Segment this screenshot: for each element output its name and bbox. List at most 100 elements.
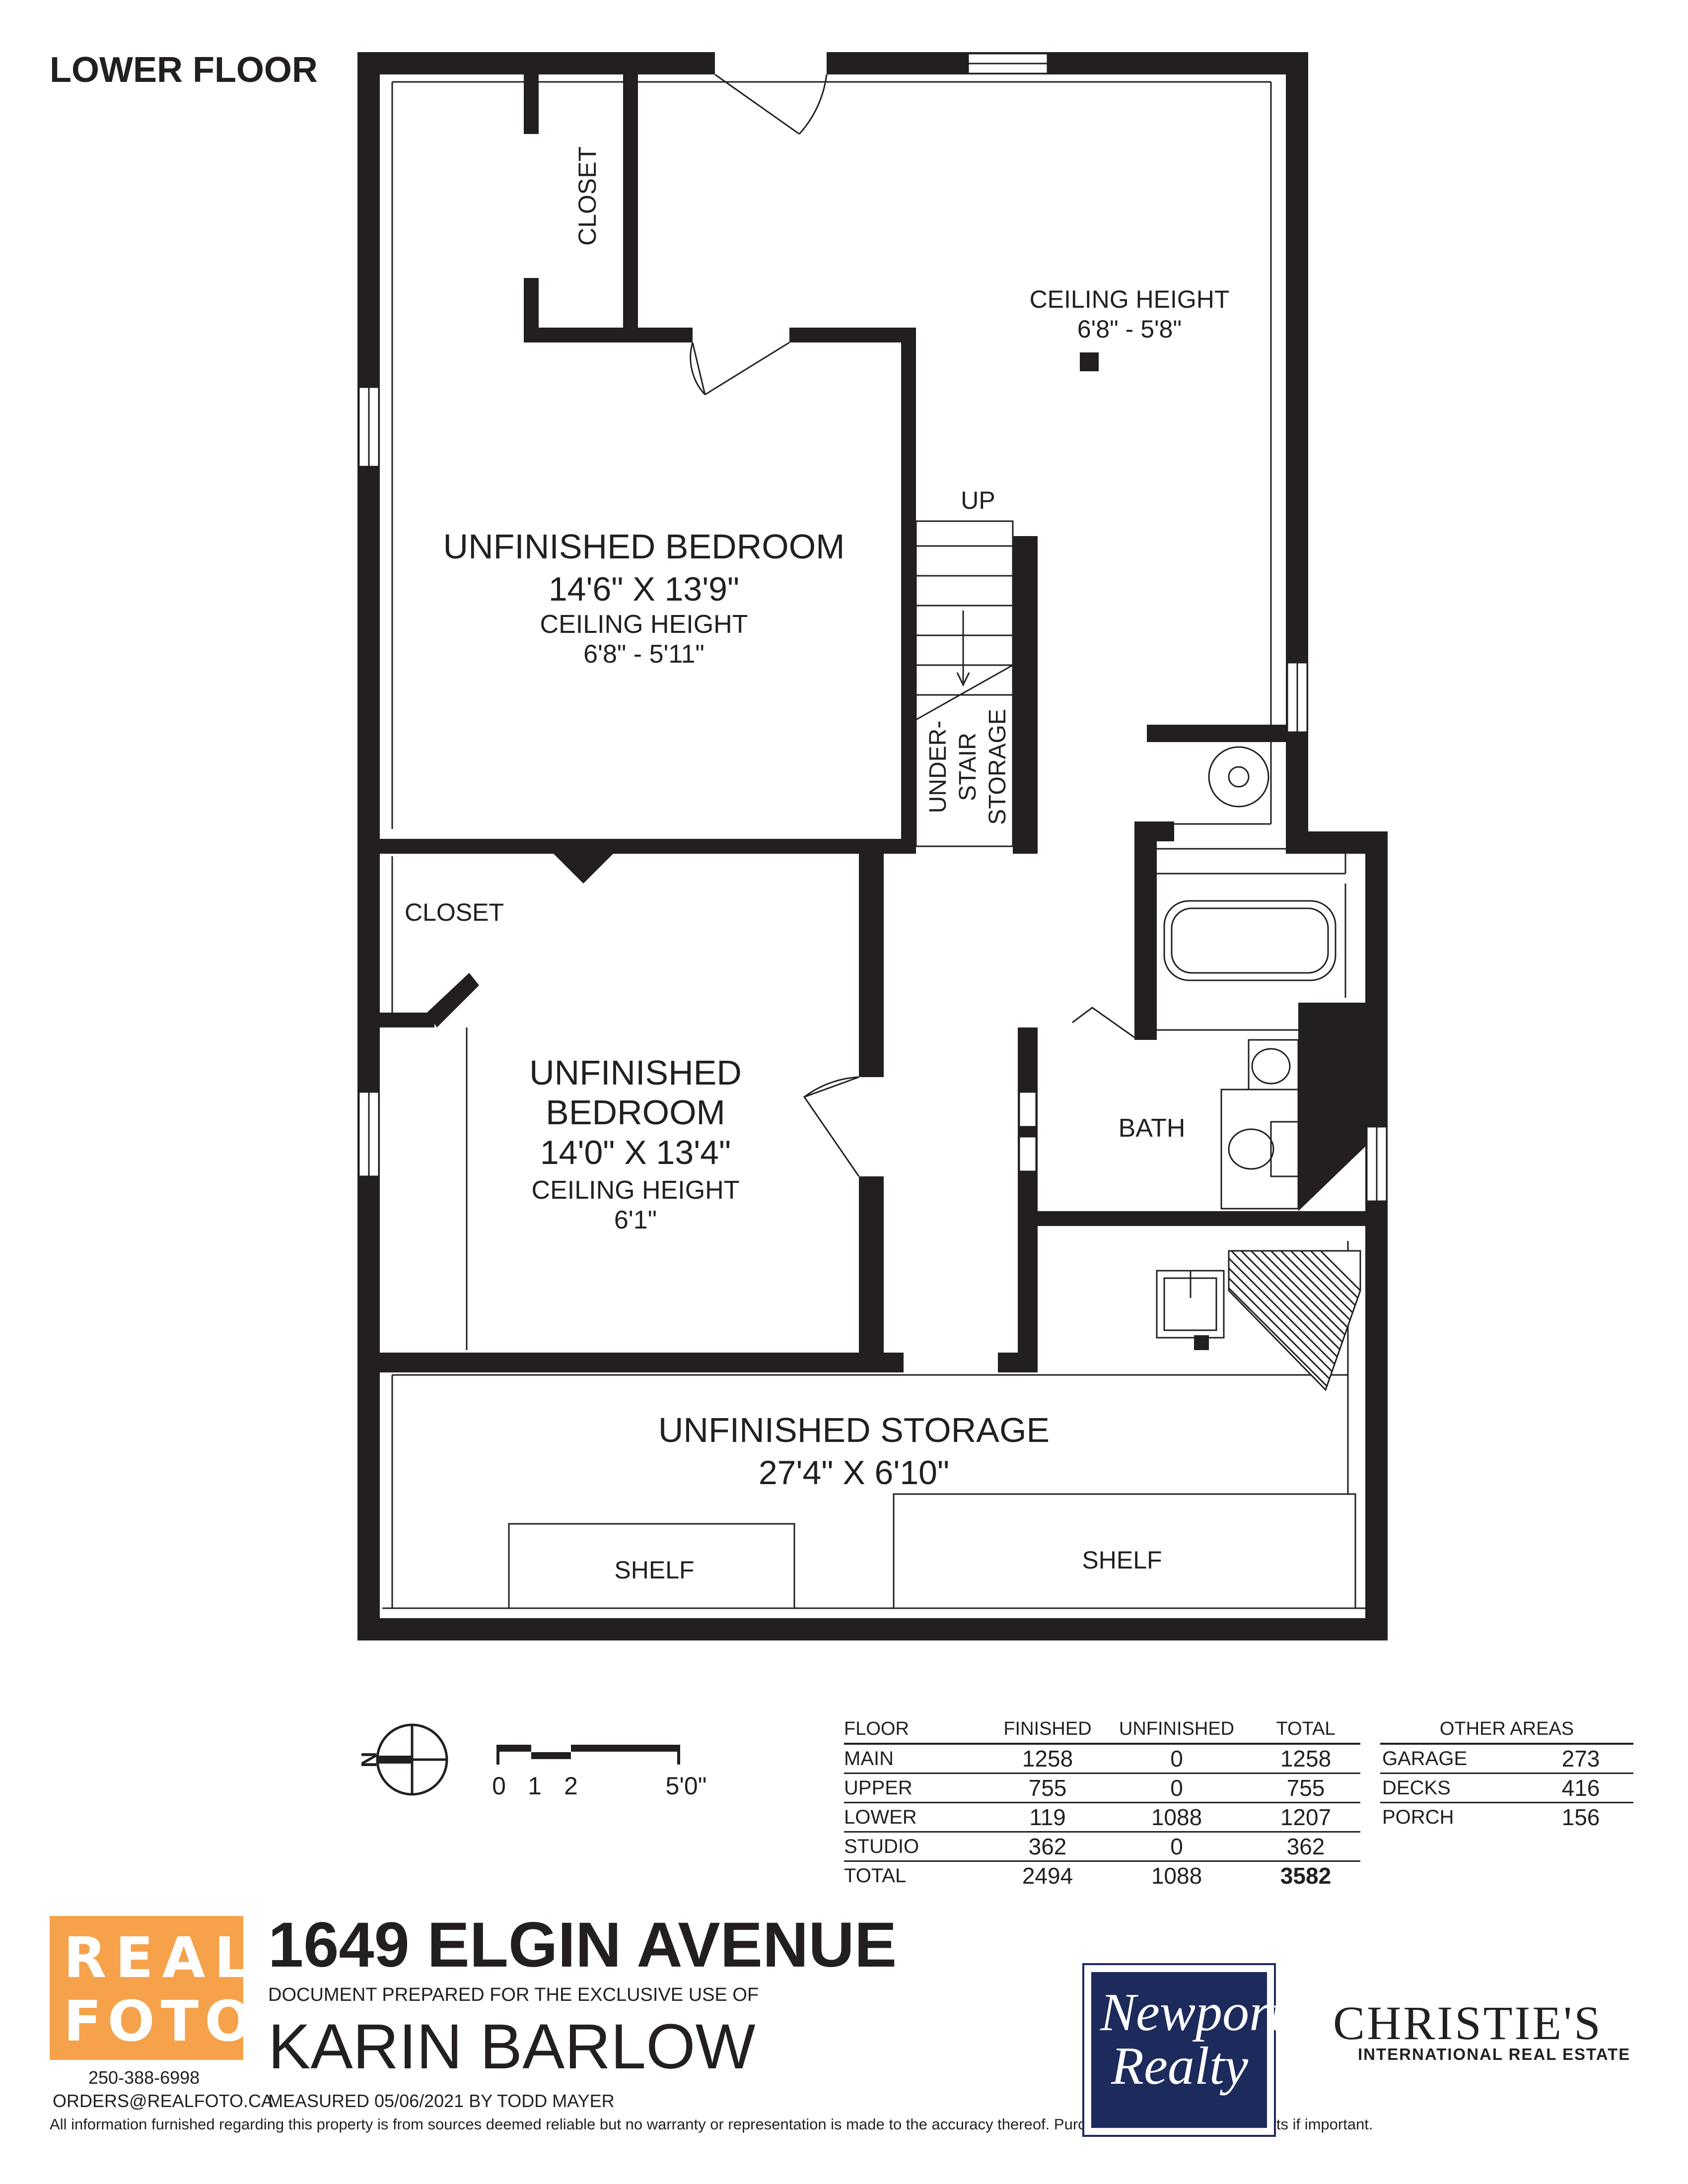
scale-2: 2 <box>564 1772 578 1800</box>
closet-left-label: CLOSET <box>405 898 504 926</box>
bedroom1-ceiling-value: 6'8" - 5'11" <box>583 640 704 669</box>
table-row: PORCH 156 <box>1380 1803 1633 1831</box>
cell: 755 <box>1286 1775 1325 1801</box>
cell: 156 <box>1561 1804 1600 1830</box>
bedroom1-name: UNFINISHED BEDROOM <box>443 527 845 566</box>
cell: PORCH <box>1382 1806 1454 1828</box>
wall-closet-stub <box>524 52 539 134</box>
wall-tub-top <box>1134 821 1174 841</box>
header-total: TOTAL <box>1276 1718 1336 1739</box>
under-stair-line3: STORAGE <box>985 709 1011 825</box>
bedroom1-ceiling-label: CEILING HEIGHT <box>540 610 748 639</box>
cell: 1258 <box>1022 1746 1073 1772</box>
wall-bed1-top-right <box>789 328 916 342</box>
cell: 0 <box>1170 1834 1183 1859</box>
wall-bath-corner-a <box>998 1353 1038 1372</box>
wall-outer-bottom <box>357 1618 1388 1640</box>
cell: 1207 <box>1280 1804 1332 1830</box>
cell: 119 <box>1029 1804 1066 1830</box>
newport-line1: Newport <box>1100 1983 1285 2042</box>
shelf-left-label: SHELF <box>614 1556 694 1584</box>
area-table-header: FLOOR FINISHED UNFINISHED TOTAL <box>844 1715 1360 1745</box>
cell: 416 <box>1561 1775 1600 1801</box>
table-row: UPPER 755 0 755 <box>844 1774 1360 1803</box>
bedroom2-name-line1: UNFINISHED <box>529 1053 742 1092</box>
floor-plan-drawing: CLOSET CEILING HEIGHT 6'8" - 5'8" UP UNF… <box>357 52 1388 1640</box>
wall-bath-bottom <box>1033 1211 1388 1226</box>
christies-logo: CHRISTIE'S <box>1333 1996 1603 2049</box>
phone: 250-388-6998 <box>88 2067 200 2088</box>
other-areas-table: OTHER AREAS GARAGE 273 DECKS 416 PORCH 1… <box>1380 1715 1633 1831</box>
wall-closet-diagonal <box>427 973 479 1027</box>
newport-realty-logo: Newport Realty <box>1082 1963 1285 2137</box>
wall-bath-right-pillar <box>1298 1003 1388 1112</box>
wall-closet-right <box>623 52 638 330</box>
header-floor: FLOOR <box>844 1718 909 1739</box>
cell: 1088 <box>1151 1804 1202 1830</box>
logo-line1: REAL <box>64 1926 259 1990</box>
bedroom2-dimensions: 14'0" X 13'4" <box>540 1134 731 1171</box>
cell: 2494 <box>1022 1863 1073 1889</box>
under-stair-line2: STAIR <box>955 733 981 801</box>
cell: UPPER <box>844 1776 913 1799</box>
table-row: MAIN 1258 0 1258 <box>844 1745 1360 1774</box>
wall-bed1-right <box>901 328 916 854</box>
realfoto-logo: REAL FOTO <box>50 1916 252 2060</box>
area-table: FLOOR FINISHED UNFINISHED TOTAL MAIN 125… <box>844 1715 1360 1890</box>
scale-1: 1 <box>528 1772 542 1800</box>
header-finished: FINISHED <box>1003 1718 1092 1739</box>
bath-label: BATH <box>1119 1114 1186 1143</box>
wall-bed1-top <box>524 328 693 342</box>
cell: STUDIO <box>844 1835 919 1857</box>
cell: 0 <box>1170 1746 1183 1772</box>
stair-rail <box>1013 536 1038 854</box>
scale-5: 5'0" <box>666 1772 707 1800</box>
stairs-up-label: UP <box>961 486 995 514</box>
table-row: STUDIO 362 0 362 <box>844 1833 1360 1862</box>
under-stair-line1: UNDER- <box>925 721 951 814</box>
property-address: 1649 ELGIN AVENUE <box>268 1910 897 1980</box>
storage-dimensions: 27'4" X 6'10" <box>759 1454 949 1492</box>
bedroom2-name-line2: BEDROOM <box>546 1093 725 1132</box>
table-row: DECKS 416 <box>1380 1774 1633 1803</box>
wall-closet-left <box>380 1013 434 1027</box>
cell: 1088 <box>1151 1863 1202 1889</box>
wall-bath-left-a <box>1018 1027 1038 1370</box>
cell: 362 <box>1028 1834 1067 1859</box>
bedroom1-dimensions: 14'6" X 13'9" <box>549 570 739 608</box>
cell: 273 <box>1561 1746 1600 1772</box>
compass-n: N <box>356 1752 381 1768</box>
floor-label: LOWER FLOOR <box>50 50 318 90</box>
scale-bar: 0 1 2 5'0" <box>492 1745 706 1800</box>
cell: 0 <box>1170 1775 1183 1801</box>
prepared-for: DOCUMENT PREPARED FOR THE EXCLUSIVE USE … <box>268 1984 759 2005</box>
header-unfinished: UNFINISHED <box>1119 1718 1235 1739</box>
cell: DECKS <box>1382 1776 1451 1799</box>
bedroom2-ceiling-label: CEILING HEIGHT <box>532 1176 740 1205</box>
closet-top-label: CLOSET <box>573 146 601 246</box>
christies-subtitle: INTERNATIONAL REAL ESTATE <box>1358 2045 1631 2063</box>
wall-mid-horizontal <box>357 839 916 854</box>
logo-line2: FOTO <box>64 1989 258 2054</box>
cell: 755 <box>1028 1775 1067 1801</box>
client-name: KARIN BARLOW <box>268 2011 756 2082</box>
newport-line2: Realty <box>1111 2037 1248 2096</box>
cell: 1258 <box>1280 1746 1332 1772</box>
table-row: LOWER 119 1088 1207 <box>844 1803 1360 1833</box>
wall-bed2-right-lower <box>859 1176 884 1370</box>
cell: 362 <box>1286 1834 1325 1859</box>
table-total-row: TOTAL 2494 1088 3582 <box>844 1862 1360 1890</box>
measured-info: MEASURED 05/06/2021 BY TODD MAYER <box>268 2091 615 2111</box>
cell: GARAGE <box>1382 1747 1468 1770</box>
wall-bed2-bottom <box>357 1353 904 1372</box>
ceiling-open-label: CEILING HEIGHT <box>1030 285 1230 313</box>
grand-total: 3582 <box>1280 1863 1332 1889</box>
wall-corner-ne <box>1147 725 1308 742</box>
email: ORDERS@REALFOTO.CA <box>53 2091 273 2111</box>
bedroom2-ceiling-value: 6'1" <box>614 1206 657 1234</box>
wall-bath-chimney <box>1298 1107 1365 1211</box>
cell: LOWER <box>844 1806 917 1828</box>
storage-name: UNFINISHED STORAGE <box>658 1411 1050 1449</box>
ceiling-open-value: 6'8" - 5'8" <box>1077 315 1182 343</box>
